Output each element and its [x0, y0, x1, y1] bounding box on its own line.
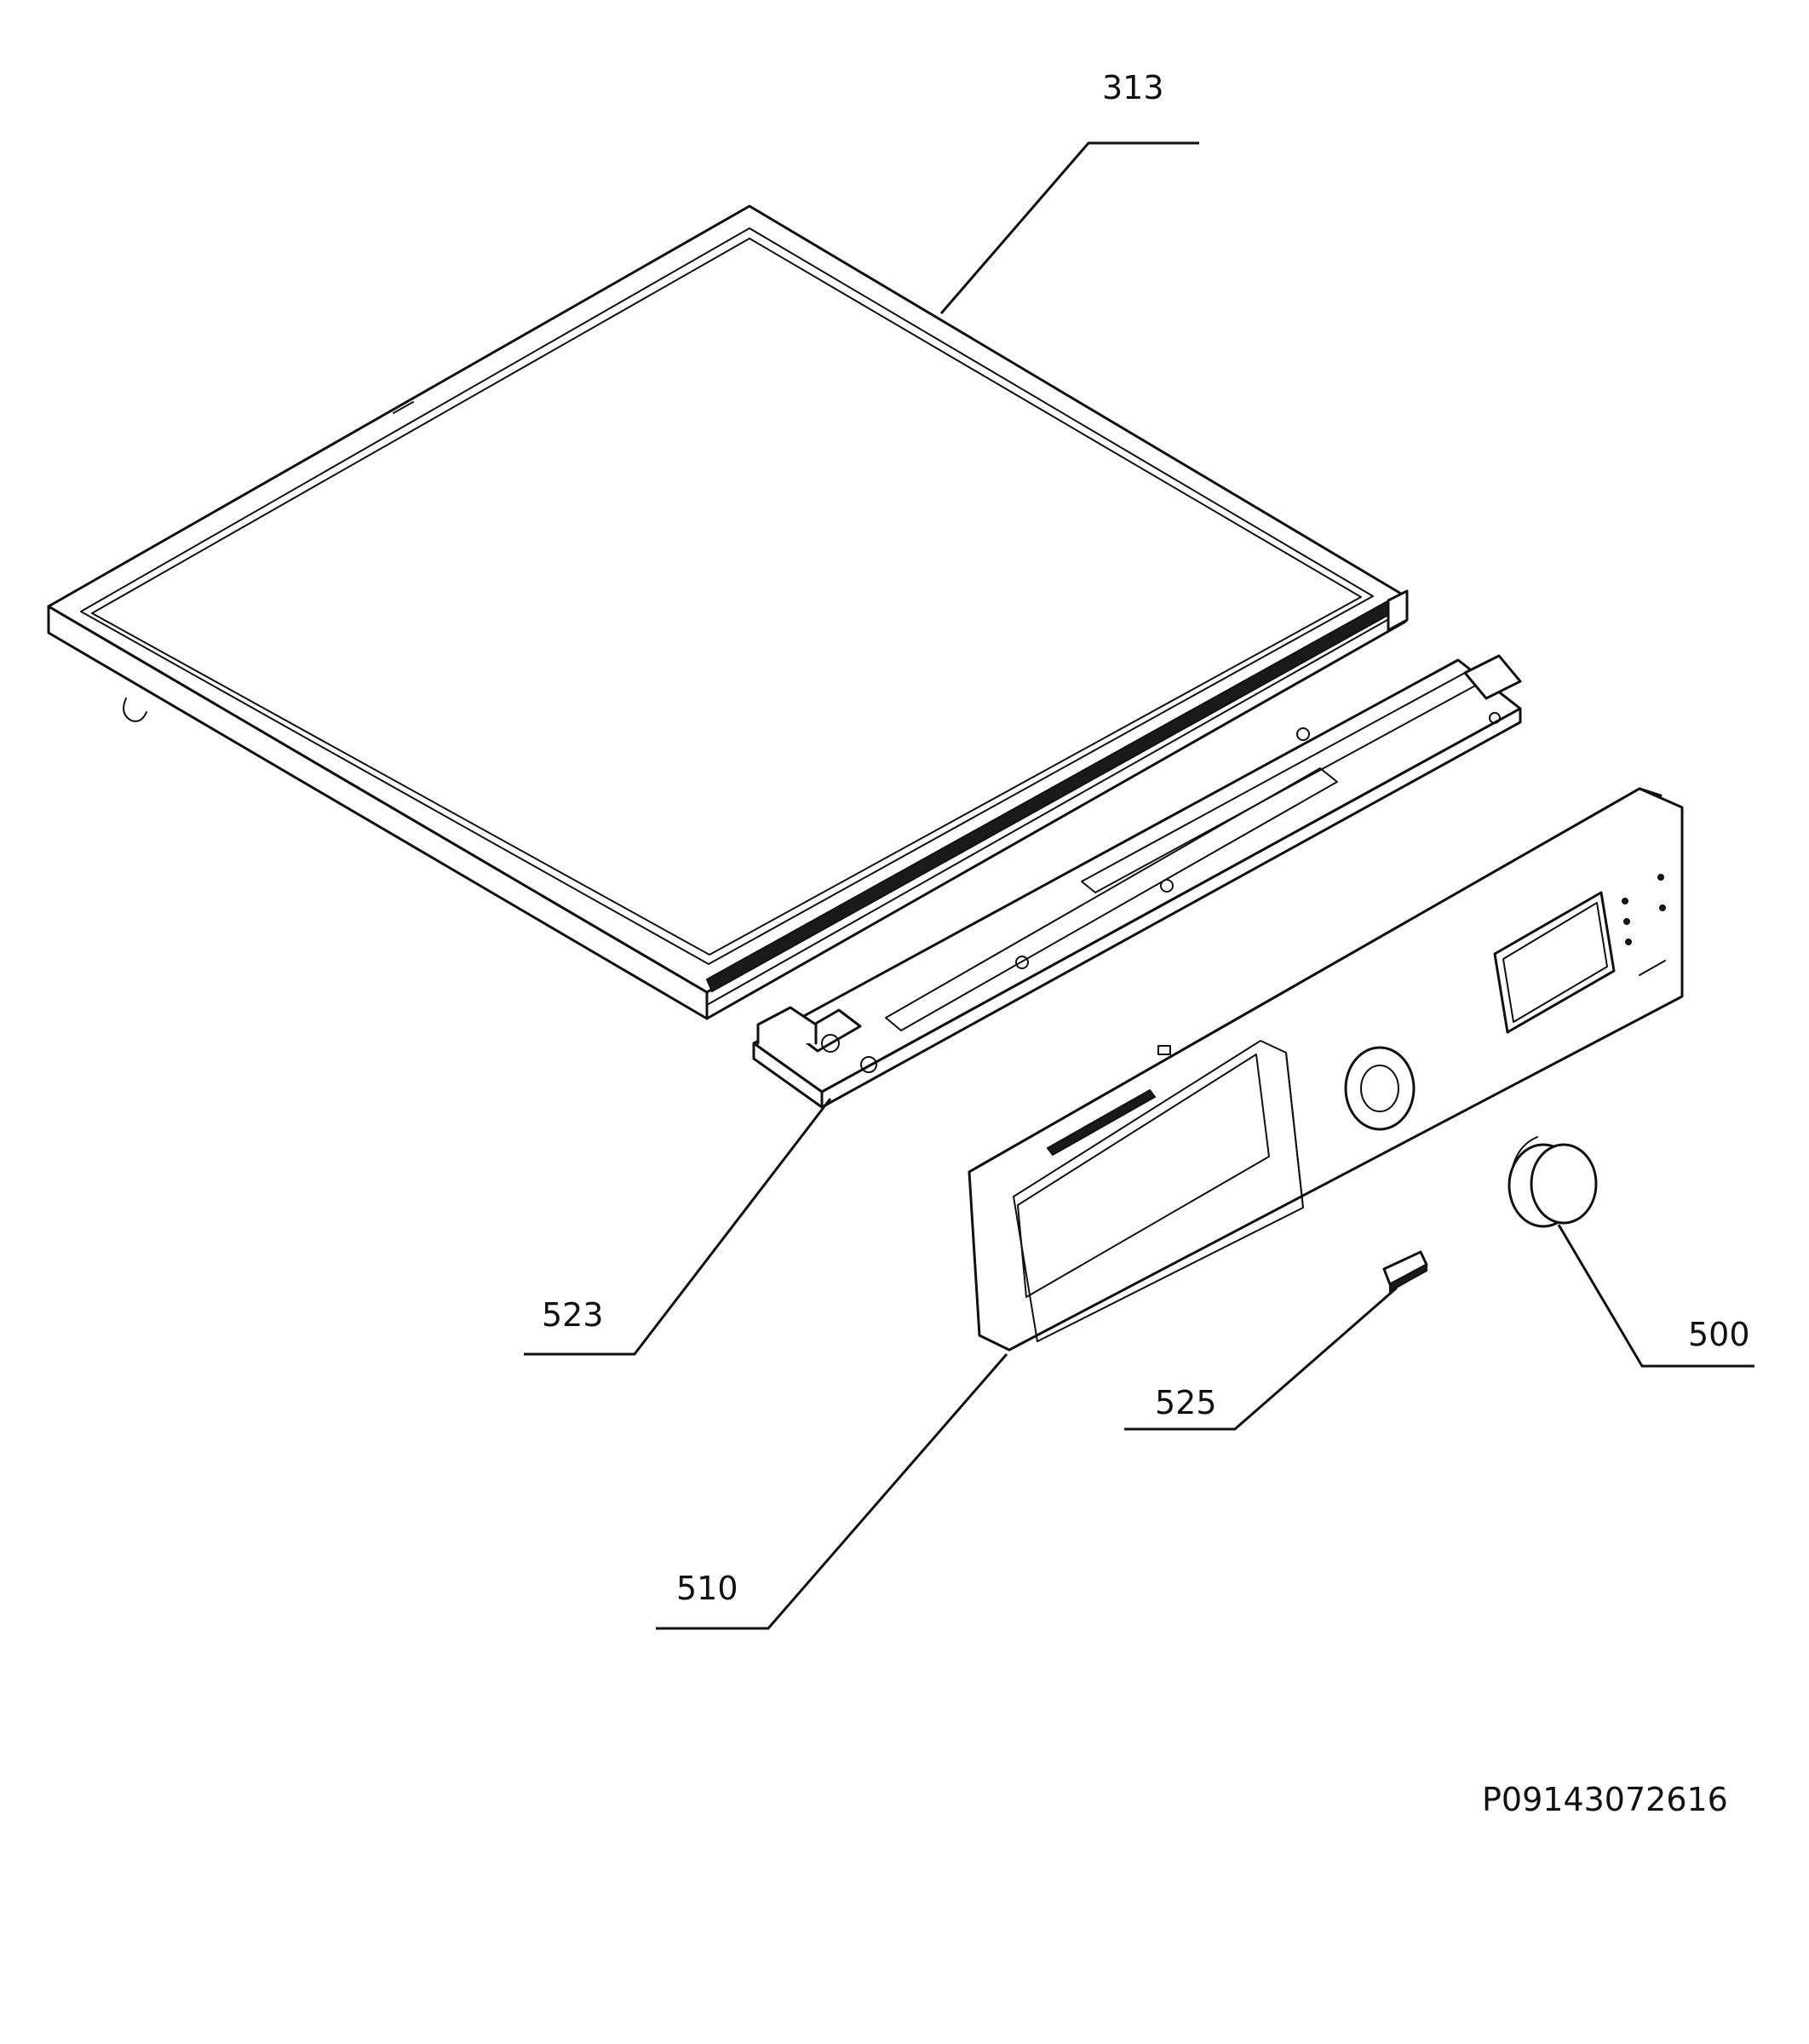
part-crossbar — [752, 654, 1522, 1109]
callout-500: 500 — [1688, 1316, 1750, 1353]
lid-seam — [393, 401, 414, 414]
crossbar-side-face — [820, 707, 1522, 1109]
panel-indicator-line — [1639, 960, 1666, 976]
lid-inner-panel-edge — [91, 238, 1362, 956]
lid-edge-line — [706, 609, 1406, 1006]
panel-indicator-5 — [1659, 904, 1666, 911]
panel-divider — [1285, 1052, 1304, 1209]
leader-lines — [524, 141, 1754, 1630]
panel-indicator-1 — [1622, 898, 1628, 904]
panel-drawer-handle — [1017, 1054, 1270, 1298]
part-small-button — [1382, 1250, 1428, 1293]
crossbar-bracket — [756, 1006, 818, 1045]
panel-indicator-2 — [1623, 918, 1630, 925]
crossbar-hole-3 — [1015, 956, 1029, 969]
panel-display — [1493, 891, 1616, 1034]
knob-face — [1530, 1143, 1598, 1225]
panel-indicator-4 — [1657, 874, 1664, 881]
panel-display-inner — [1502, 902, 1608, 1023]
leader-313 — [939, 141, 1199, 314]
panel-knob-hole — [1344, 1046, 1416, 1131]
panel-knob-hole-inner — [1360, 1065, 1399, 1112]
knob-grip — [1511, 1136, 1538, 1172]
callout-523: 523 — [542, 1296, 604, 1334]
leader-500 — [1557, 1224, 1754, 1368]
part-control-panel — [968, 787, 1684, 1352]
lid-inner-panel — [80, 227, 1374, 965]
callout-313: 313 — [1102, 69, 1164, 106]
callout-525: 525 — [1155, 1384, 1217, 1421]
crossbar-hole-4 — [1160, 879, 1174, 893]
reference-code: P09143072616 — [1482, 1781, 1728, 1818]
part-lid — [47, 204, 1409, 1020]
lid-end-cap — [1387, 589, 1409, 632]
panel-top-clip — [1157, 1045, 1171, 1055]
leader-510 — [656, 1353, 1008, 1630]
crossbar-hole-2 — [860, 1056, 877, 1073]
crossbar-hole-5 — [1296, 727, 1310, 741]
crossbar-slot-1 — [885, 767, 1338, 1031]
button-side — [1389, 1263, 1427, 1293]
part-knob — [1508, 1136, 1598, 1228]
crossbar-tab-right — [1463, 654, 1522, 700]
leader-525 — [1124, 1286, 1398, 1431]
callout-510: 510 — [676, 1570, 738, 1607]
panel-indicator-3 — [1625, 939, 1632, 945]
crossbar-hole-6 — [1489, 712, 1501, 724]
lid-hinge-clip — [123, 698, 147, 722]
leader-523 — [524, 1098, 832, 1356]
panel-front — [968, 787, 1684, 1352]
crossbar-hole-1 — [821, 1034, 840, 1053]
panel-top-detail — [1046, 1088, 1157, 1157]
